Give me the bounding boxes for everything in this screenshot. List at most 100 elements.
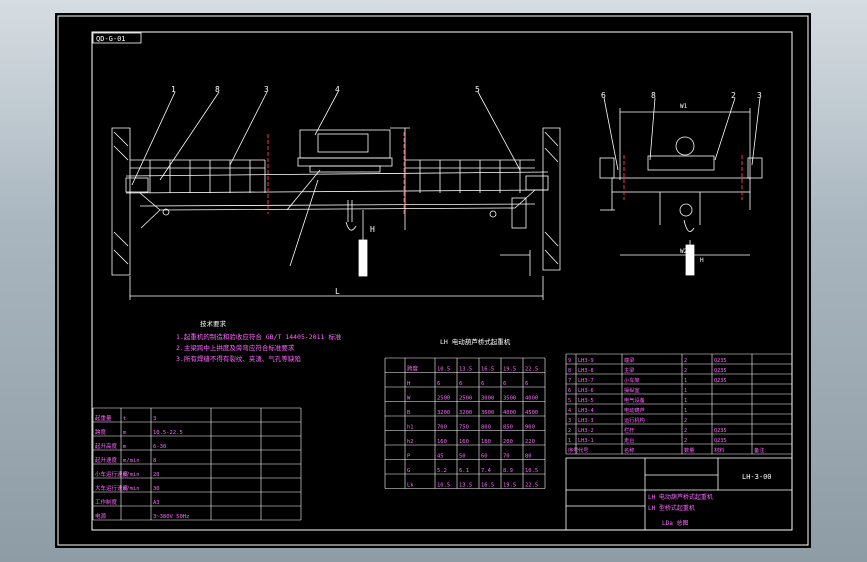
part-cell: 2 xyxy=(684,358,687,364)
part-number-6: 6 xyxy=(601,91,606,100)
perf-cell: 跨度 xyxy=(95,428,107,436)
dim-w2: W2 xyxy=(680,248,688,255)
spec-cell: 160 xyxy=(459,439,469,445)
part-cell: 2 xyxy=(684,418,687,424)
part-number-8: 8 xyxy=(215,85,220,94)
perf-cell: A3 xyxy=(153,500,160,506)
part-cell: 8 xyxy=(568,368,571,374)
spec-cell: 750 xyxy=(459,425,469,431)
part-cell: 2 xyxy=(684,368,687,374)
spec-cell: 6.1 xyxy=(459,468,469,474)
note-1: 1.起重机的制造和验收应符合 GB/T 14405-2011 标准 xyxy=(176,332,342,341)
spec-cell: 3200 xyxy=(437,410,450,416)
spec-cell: 6 xyxy=(481,381,484,387)
part-number-1: 1 xyxy=(171,85,176,94)
perf-cell: 起升高度 xyxy=(95,442,118,450)
part-cell: 2 xyxy=(684,428,687,434)
note-3: 3.所有焊缝不得有裂纹、夹渣、气孔等缺陷 xyxy=(176,354,301,363)
spec-cell: 6 xyxy=(503,381,506,387)
spec-cell: H xyxy=(407,381,410,387)
perf-cell: 电源 xyxy=(95,512,107,520)
outer-border xyxy=(57,15,809,546)
part-number-3b: 3 xyxy=(757,91,762,100)
perf-cell: 20 xyxy=(153,472,160,478)
perf-cell: 3~380V 50Hz xyxy=(153,514,189,520)
spec-cell: 6 xyxy=(437,381,440,387)
perf-cell: 10.5-22.5 xyxy=(153,430,183,436)
part-cell: Q235 xyxy=(714,428,727,434)
spec-cell: W xyxy=(407,396,411,402)
part-cell: Q235 xyxy=(714,438,727,444)
spec-cell: 16.5 xyxy=(481,483,494,489)
spec-cell: 80 xyxy=(525,454,532,460)
part-cell: 备注 xyxy=(754,446,764,454)
scale-label: LDa 总图 xyxy=(662,519,688,527)
part-cell: LH3-1 xyxy=(578,438,594,444)
spec-cell: 3200 xyxy=(459,410,472,416)
technical-notes: 技术要求 1.起重机的制造和验收应符合 GB/T 14405-2011 标准 2… xyxy=(176,319,342,363)
spec-cell: 5.2 xyxy=(437,468,447,474)
spec-cell: 2500 xyxy=(459,396,472,402)
part-cell: 1 xyxy=(684,398,687,404)
perf-cell: m/min xyxy=(123,472,140,478)
title-block xyxy=(565,457,793,531)
part-cell: 5 xyxy=(568,398,571,404)
spec-cell: 900 xyxy=(525,425,535,431)
dim-span: L xyxy=(335,287,340,296)
perf-cell: m/min xyxy=(123,458,140,464)
spec-cell: 7.4 xyxy=(481,468,492,474)
part-cell: 走台 xyxy=(624,436,634,444)
part-cell: 3 xyxy=(568,418,571,424)
code-tag: QD-G-01 xyxy=(96,35,126,43)
perf-cell: 3 xyxy=(153,416,156,422)
part-number-2: 2 xyxy=(731,91,736,100)
spec-cell: 19.5 xyxy=(503,367,516,373)
spec-cell: 6 xyxy=(459,381,462,387)
spec-cell: B xyxy=(407,410,411,416)
spec-cell: 45 xyxy=(437,454,444,460)
part-cell: LH3-8 xyxy=(578,368,594,374)
perf-cell: 6-30 xyxy=(153,444,166,450)
part-cell: LH3-7 xyxy=(578,378,594,384)
spec-cell: 700 xyxy=(437,425,447,431)
dim-h-left: H xyxy=(370,225,375,234)
spec-cell: P xyxy=(407,454,411,460)
perf-cell: 8 xyxy=(153,458,156,464)
part-cell: 2 xyxy=(684,438,687,444)
spec-cell: 10.5 xyxy=(437,483,450,489)
spec-cell: 70 xyxy=(503,454,510,460)
perf-cell: 起重量 xyxy=(95,414,112,422)
spec-title: LH 电动葫芦桥式起重机 xyxy=(440,337,511,346)
spec-cell: 220 xyxy=(525,439,535,445)
drawing-subname: LH 型桥式起重机 xyxy=(648,504,695,512)
spec-cell: G xyxy=(407,468,410,474)
spec-cell: 22.5 xyxy=(525,483,538,489)
part-cell: LH3-6 xyxy=(578,388,594,394)
spec-cell: 180 xyxy=(481,439,491,445)
centerlines-side xyxy=(623,155,743,200)
spec-cell: 3000 xyxy=(481,396,494,402)
note-2: 2.主梁跨中上拱度及旁弯应符合标准要求 xyxy=(176,343,295,352)
part-cell: 1 xyxy=(684,378,687,384)
part-cell: 电气设备 xyxy=(624,396,646,404)
part-cell: 2 xyxy=(568,428,571,434)
perf-cell: m/min xyxy=(123,486,140,492)
spec-cell: 4000 xyxy=(503,410,516,416)
part-number-3: 3 xyxy=(264,85,269,94)
part-cell: 名称 xyxy=(624,446,634,454)
drawing-name: LH 电动葫芦桥式起重机 xyxy=(648,493,713,501)
spec-cell: 160 xyxy=(437,439,447,445)
side-view xyxy=(599,97,763,276)
right-wall xyxy=(542,127,561,271)
perf-cell: 大车运行速度 xyxy=(95,484,129,492)
code-tag-box xyxy=(92,32,142,44)
part-number-4: 4 xyxy=(335,85,340,94)
spec-cell: 13.5 xyxy=(459,367,472,373)
spec-cell: 60 xyxy=(481,454,488,460)
spec-cell: 50 xyxy=(459,454,466,460)
